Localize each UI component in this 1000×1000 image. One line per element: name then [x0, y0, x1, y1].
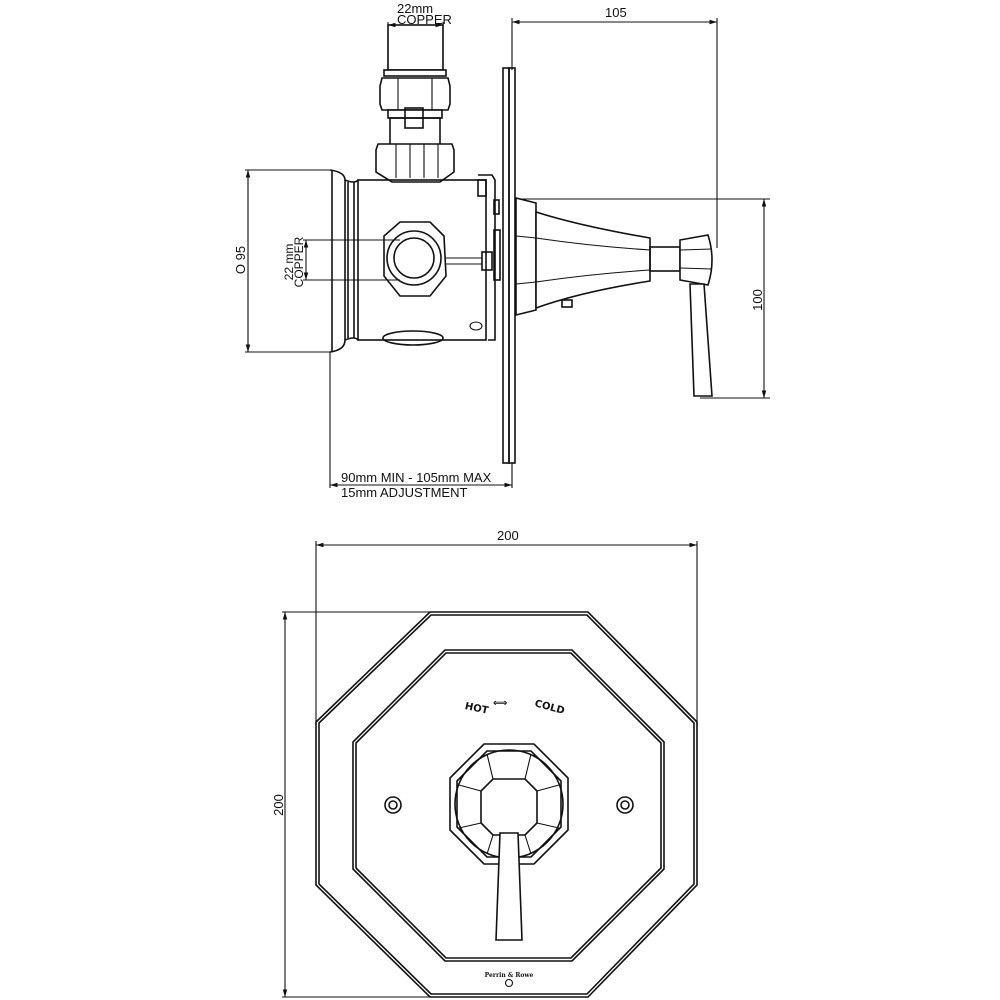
brand-name: Perrin & Rowe — [485, 972, 534, 979]
hot-label: HOT — [464, 701, 490, 717]
side-inlet-size: 22 mm — [282, 244, 296, 281]
height-value: 200 — [271, 794, 286, 816]
adjustment-dimension: 90mm MIN - 105mm MAX 15mm ADJUSTMENT — [329, 352, 513, 500]
side-inlet-dimension: 22 mm COPPER — [282, 236, 400, 287]
screw-cap-right — [616, 796, 634, 814]
depth-value: 105 — [605, 5, 627, 20]
hot-cold-indicator: HOT ⟺ COLD — [464, 698, 566, 717]
height-dimension: 200 — [271, 611, 430, 998]
handle-front — [449, 743, 569, 941]
cold-label: COLD — [533, 698, 565, 717]
handle-height-dimension: 100 — [520, 198, 770, 399]
side-view: 22mm COPPER — [233, 1, 770, 500]
side-inlet-material: COPPER — [292, 236, 306, 287]
direction-arrow-icon: ⟺ — [493, 698, 507, 709]
front-view: 200 200 HOT ⟺ COLD — [271, 528, 698, 998]
brand-logo: Perrin & Rowe — [485, 972, 534, 988]
inner-plate — [352, 649, 665, 962]
handle-side — [515, 196, 713, 397]
adjustment-range: 90mm MIN - 105mm MAX — [341, 470, 492, 485]
valve-body — [329, 169, 501, 353]
adjustment-note: 15mm ADJUSTMENT — [341, 485, 467, 500]
handle-height-value: 100 — [750, 289, 765, 311]
screw-cap-left — [384, 796, 402, 814]
top-inlet-fitting — [375, 24, 455, 183]
body-diameter-value: O 95 — [233, 246, 248, 274]
width-value: 200 — [497, 528, 519, 543]
depth-dimension: 105 — [511, 5, 718, 248]
outer-plate — [315, 611, 698, 998]
top-inlet-size: 22mm — [397, 1, 433, 16]
wall-plate-side — [502, 67, 516, 464]
width-dimension: 200 — [315, 528, 698, 725]
body-diameter-dimension: O 95 — [233, 169, 330, 353]
